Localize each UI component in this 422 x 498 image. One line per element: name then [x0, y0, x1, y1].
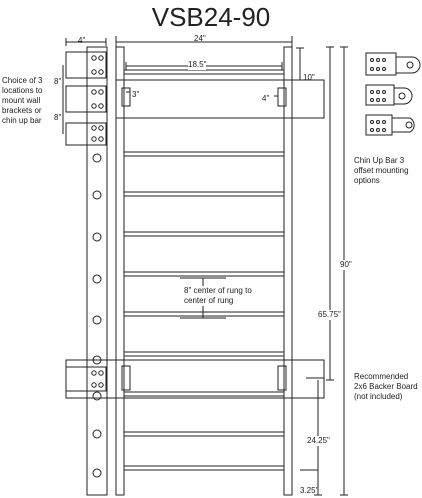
dim-spacing-lower: 8"	[54, 113, 62, 122]
page-title: VSB24-90	[151, 2, 271, 32]
dim-rung-length: 18.5"	[188, 60, 207, 70]
rungs	[123, 151, 285, 471]
panel-hole	[92, 232, 102, 242]
panel-hole	[92, 274, 102, 284]
dim-bottom-offset: 3.25"	[300, 486, 319, 495]
dim-overall-width: 24"	[194, 34, 206, 43]
panel-hole	[92, 153, 102, 163]
wall-bracket-upper	[65, 51, 107, 79]
right-rail	[283, 46, 293, 496]
dim-low-height: 24.25"	[307, 436, 330, 446]
panel-hole	[92, 391, 102, 401]
dim-bracket-inset-right: 4"	[262, 94, 270, 103]
panel-hole	[92, 468, 102, 478]
chin-up-bar-options	[365, 52, 421, 136]
panel-hole	[92, 315, 102, 325]
side-bracket-panel	[86, 46, 108, 496]
panel-hole	[92, 429, 102, 439]
wall-bracket-middle	[65, 85, 107, 113]
panel-hole	[92, 190, 102, 200]
dim-top-offset: 10"	[303, 73, 315, 82]
wall-bracket-lower	[65, 122, 107, 146]
dim-bracket-width: 4"	[78, 36, 86, 45]
dim-mid-height: 65.75"	[318, 310, 341, 320]
dim-total-height: 90"	[340, 260, 352, 270]
dim-spacing-upper: 8"	[54, 77, 62, 86]
dim-bracket-inset-left: 3"	[132, 90, 140, 99]
note-rung-spacing: 8" center of rung to center of rung	[184, 286, 268, 306]
wall-bracket-bottom	[65, 366, 107, 392]
note-backer-board: Recommended 2x6 Backer Board (not includ…	[354, 372, 418, 401]
top-mount-board	[115, 79, 325, 119]
note-chin-up-bar: Chin Up Bar 3 offset mounting options	[354, 156, 409, 185]
note-mount-choice: Choice of 3 locations to mount wall brac…	[2, 76, 43, 125]
left-rail	[115, 46, 125, 496]
